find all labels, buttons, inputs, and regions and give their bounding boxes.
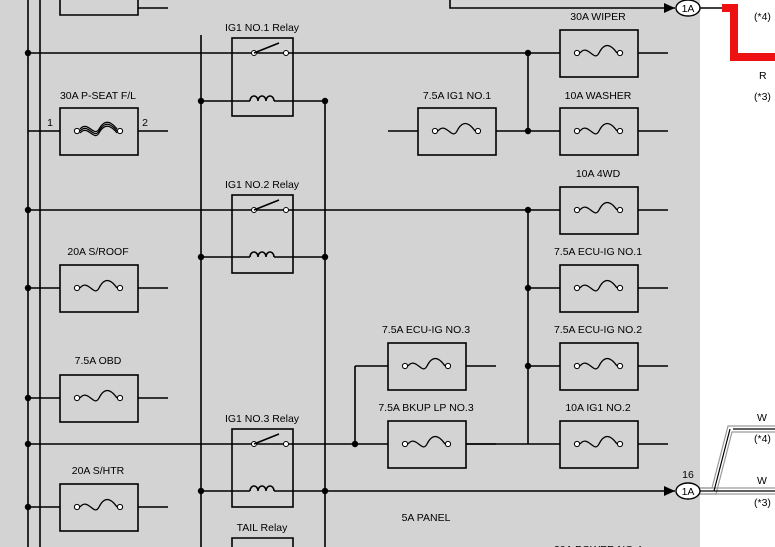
arrow-top xyxy=(664,3,675,13)
fuse-mid-ig1-no1: 7.5A IG1 NO.1 xyxy=(417,90,497,156)
fuse-sroof: 20A S/ROOF xyxy=(59,246,139,313)
fuse-4wd-label: 10A 4WD xyxy=(576,168,621,180)
fuse-shtr-label: 20A S/HTR xyxy=(72,465,125,477)
fuse-pseat-label: 30A P-SEAT F/L xyxy=(60,90,136,102)
fuse-ecu-ig-no3: 7.5A ECU-IG NO.3 xyxy=(382,324,470,391)
note-star3-top: (*3) xyxy=(754,91,771,103)
relay-ig1-no3-label: IG1 NO.3 Relay xyxy=(225,413,300,425)
fuse-pseat: 30A P-SEAT F/L 1 2 xyxy=(47,90,148,156)
junction-dot xyxy=(524,362,532,370)
fuse-pseat-pin1: 1 xyxy=(47,117,53,129)
fuse-ecu-ig-no2: 7.5A ECU-IG NO.2 xyxy=(554,324,642,391)
fuse-sroof-label: 20A S/ROOF xyxy=(67,246,128,258)
white-wire xyxy=(700,425,775,495)
relay-tail: TAIL Relay xyxy=(231,522,294,547)
fuse-wiper-label: 30A WIPER xyxy=(570,11,626,23)
fuse-power-no4-label: 30A POWER NO.4 xyxy=(554,544,642,547)
relay-ig1-no1: IG1 NO.1 Relay xyxy=(201,22,325,117)
fuse-ig1-no2: 10A IG1 NO.2 xyxy=(559,402,639,469)
fuse-bkup-lp-no3: 7.5A BKUP LP NO.3 xyxy=(378,402,474,469)
connector-bottom-pin: 16 xyxy=(682,469,694,481)
note-star4-top: (*4) xyxy=(754,11,771,23)
fuse-obd: 7.5A OBD xyxy=(59,355,139,423)
connector-top-1a: 1A xyxy=(675,0,701,17)
top-wire xyxy=(449,0,675,9)
junction-dot xyxy=(351,440,359,448)
fuse-ig1-no2-label: 10A IG1 NO.2 xyxy=(565,402,631,414)
red-wire xyxy=(722,4,775,61)
relay-ig1-no2: IG1 NO.2 Relay xyxy=(201,179,325,274)
fuse-washer: 10A WASHER xyxy=(559,90,639,156)
wire-color-r: R xyxy=(759,70,767,82)
fuse-ecu-ig-no2-label: 7.5A ECU-IG NO.2 xyxy=(554,324,642,336)
fuse-wiper: 30A WIPER xyxy=(559,11,639,78)
note-star4-bottom: (*4) xyxy=(754,433,771,445)
fuse-ecu-ig-no3-label: 7.5A ECU-IG NO.3 xyxy=(382,324,470,336)
fuse-mid-ig1-no1-label: 7.5A IG1 NO.1 xyxy=(423,90,491,102)
wire-color-w-top: W xyxy=(757,412,767,424)
fuse-ecu-ig-no1: 7.5A ECU-IG NO.1 xyxy=(554,246,642,313)
note-star3-bottom: (*3) xyxy=(754,497,771,509)
fuse-bkup-lp-no3-label: 7.5A BKUP LP NO.3 xyxy=(378,402,473,414)
fuse-panel-label: 5A PANEL xyxy=(402,512,451,524)
fuse-4wd: 10A 4WD xyxy=(559,168,639,235)
connector-bottom-label: 1A xyxy=(682,486,695,498)
relay-tail-label: TAIL Relay xyxy=(237,522,289,534)
relay-ig1-no1-label: IG1 NO.1 Relay xyxy=(225,22,300,34)
fuse-pseat-pin2: 2 xyxy=(142,117,148,129)
connector-bottom-1a: 1A xyxy=(675,482,701,500)
relay-ig1-no3: IG1 NO.3 Relay xyxy=(201,413,325,508)
connector-top-label: 1A xyxy=(682,3,695,15)
fuse-obd-label: 7.5A OBD xyxy=(75,355,122,367)
arrow-bottom xyxy=(664,486,675,496)
fuse-top-partial xyxy=(59,0,168,16)
relay-ig1-no2-label: IG1 NO.2 Relay xyxy=(225,179,300,191)
wire-color-w-bottom: W xyxy=(757,475,767,487)
fuse-ecu-ig-no1-label: 7.5A ECU-IG NO.1 xyxy=(554,246,642,258)
fuse-shtr: 20A S/HTR xyxy=(59,465,139,532)
fuse-washer-label: 10A WASHER xyxy=(565,90,632,102)
